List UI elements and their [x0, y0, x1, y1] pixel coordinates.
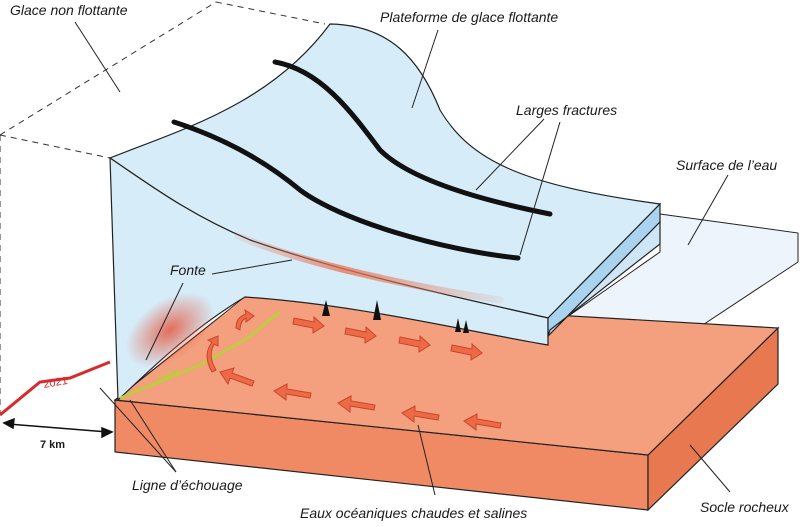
melt-glow-front [125, 292, 215, 368]
arrow-5 [463, 413, 502, 431]
grounding-line-1992 [119, 311, 281, 400]
leader-lines [74, 21, 731, 496]
arrow-4 [450, 342, 483, 361]
label-surface-eau: Surface de l’eau [676, 157, 777, 173]
arrow-6 [401, 405, 440, 423]
label-glace-non-flottante: Glace non flottante [10, 2, 128, 18]
arrow-9 [219, 367, 255, 387]
arrow-3 [398, 334, 431, 353]
label-plateforme: Plateforme de glace flottante [380, 9, 558, 25]
bedrock-slab [113, 296, 780, 512]
label-year-2021: 2021 [42, 375, 68, 391]
arrow-11 [235, 308, 255, 331]
label-distance: 7 km [40, 439, 65, 451]
arrow-1 [292, 315, 325, 334]
fracture-2 [171, 119, 521, 261]
arrow-10 [206, 335, 219, 373]
label-larges-fractures: Larges fractures [516, 102, 617, 118]
grounding-line-2021 [0, 360, 111, 417]
arrow-2 [344, 325, 377, 344]
ice-shelf [108, 23, 662, 402]
label-eaux-oceaniques: Eaux océaniques chaudes et salines [300, 505, 527, 521]
distance-measure [2, 417, 114, 439]
ocean-current-arrows [206, 308, 502, 431]
grounded-ice-outline [0, 1, 326, 415]
fracture-1 [272, 59, 553, 217]
label-fonte: Fonte [170, 262, 206, 278]
basal-crevasses [322, 300, 469, 333]
melt-band-underside [234, 232, 504, 304]
label-ligne-echouage: Ligne d’échouage [132, 477, 243, 493]
fractures [171, 59, 553, 261]
label-socle-rocheux: Socle rocheux [700, 499, 790, 515]
arrow-8 [273, 383, 312, 401]
arrow-7 [337, 395, 376, 413]
